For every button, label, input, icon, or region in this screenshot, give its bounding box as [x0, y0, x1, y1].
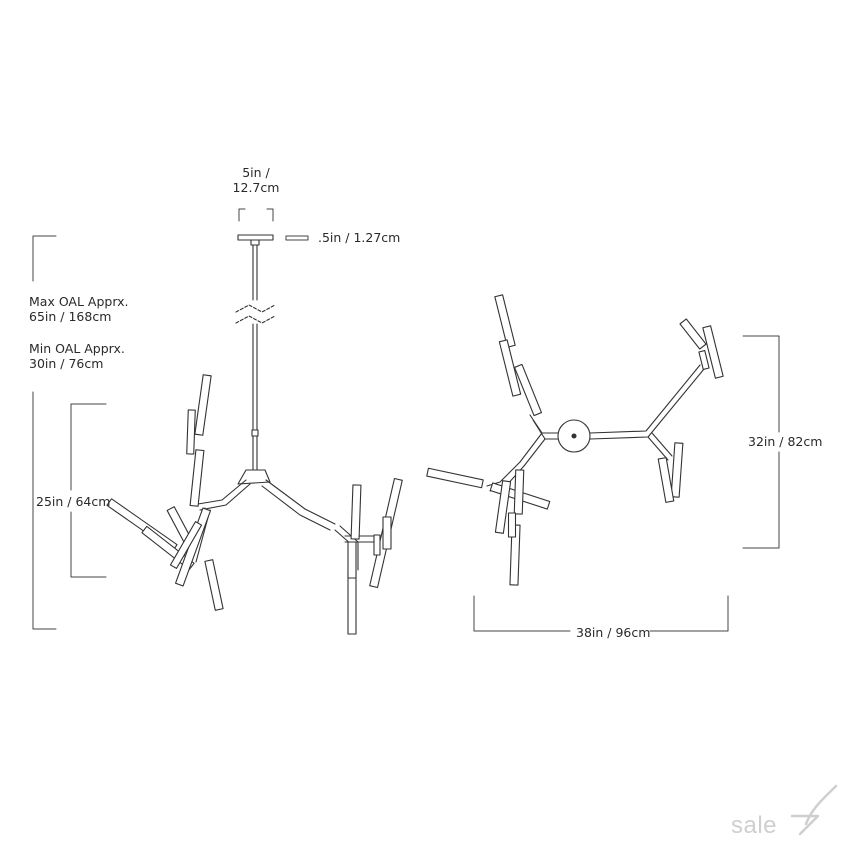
top-tubes: [426, 294, 724, 586]
top-arm-right: [589, 364, 705, 440]
width-bracket: [473, 595, 729, 632]
min-oal-title: Min OAL Apprx.: [29, 341, 125, 356]
tube: [204, 559, 224, 611]
dimension-lines: [32, 208, 780, 632]
tube: [507, 512, 517, 538]
tube: [426, 467, 484, 489]
tube: [494, 480, 512, 534]
tube: [382, 516, 392, 550]
tube: [498, 339, 522, 397]
min-oal-value: 30in / 76cm: [29, 356, 104, 371]
fixture-height-bracket: [70, 403, 107, 578]
canopy-width-metric: 12.7cm: [232, 180, 280, 195]
max-oal-value: 65in / 168cm: [29, 309, 112, 324]
tube: [347, 541, 357, 579]
side-view: [106, 234, 403, 635]
max-oal-label: Max OAL Apprx. 65in / 168cm: [29, 294, 129, 324]
tube: [657, 457, 675, 503]
canopy-thickness-mark: [285, 235, 309, 241]
tube: [670, 442, 684, 498]
canopy: [237, 234, 274, 241]
tube: [679, 318, 707, 350]
tube: [373, 534, 381, 556]
side-tubes-left: [106, 374, 224, 611]
tube: [189, 449, 205, 507]
top-view-depth-label: 32in / 82cm: [748, 434, 823, 449]
tube: [702, 325, 724, 379]
arm-left-1: [197, 479, 251, 511]
depth-bracket: [742, 335, 780, 549]
stem-break-marks: [235, 304, 276, 324]
canopy-width-label: 5in / 12.7cm: [228, 165, 284, 195]
top-view: [426, 294, 724, 586]
top-view-width-label: 38in / 96cm: [576, 625, 651, 640]
tube: [514, 363, 542, 417]
oal-bracket: [32, 235, 57, 630]
side-tubes-right: [347, 477, 403, 635]
tube: [698, 349, 710, 371]
tube: [350, 484, 362, 540]
canopy-height-label: .5in / 1.27cm: [318, 230, 401, 245]
tube: [169, 521, 203, 569]
watermark-text: sale: [731, 812, 778, 839]
tube: [194, 374, 212, 436]
tube: [513, 469, 525, 515]
tube: [494, 294, 516, 348]
tube: [347, 569, 357, 635]
stem: [252, 244, 258, 431]
leaf-7-logo-icon: [790, 784, 838, 836]
canopy-width-imperial: 5in /: [242, 165, 270, 180]
canopy-width-bracket: [238, 208, 274, 222]
tube: [186, 409, 196, 455]
top-arm-left: [519, 432, 559, 467]
max-oal-title: Max OAL Apprx.: [29, 294, 129, 309]
fixture-height-label: 25in / 64cm: [36, 494, 111, 509]
min-oal-label: Min OAL Apprx. 30in / 76cm: [29, 341, 125, 371]
arm-right-1: [261, 479, 336, 531]
